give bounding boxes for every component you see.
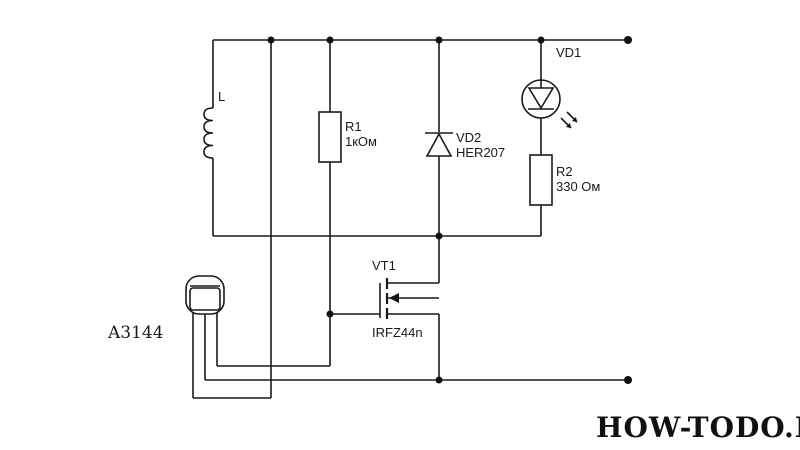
resistor-r2 [529,154,553,206]
junction-dot [537,36,545,44]
mosfet-arrow [389,293,399,303]
terminal-dot [624,376,632,384]
label-sensor-name: A3144 [107,323,164,343]
inductor-coil [203,107,214,159]
label-vt1-name: VT1 [372,258,396,273]
resistor-r1 [318,111,342,163]
junction-dot [326,36,334,44]
hall-sensor-a3144 [185,275,225,315]
label-vt1-value: IRFZ44n [372,325,423,340]
component-labels: L R1 1кОм VD2 HER207 VD1 R2 330 Ом VT1 I… [107,45,600,343]
label-r2-name: R2 [556,164,573,179]
diode-vd2-body [425,132,453,157]
junction-dot [267,36,275,44]
site-watermark: HOW-TODO.RU [596,411,800,444]
junction-dot [326,310,334,318]
wires [192,39,628,399]
terminal-dot [624,36,632,44]
label-vd2-name: VD2 [456,130,481,145]
hall-sensor-face [189,287,221,311]
label-r1-name: R1 [345,119,362,134]
junction-dot [435,376,443,384]
junction-dot [435,232,443,240]
led-vd1 [521,79,578,129]
led-light-arrowhead-2 [572,117,577,122]
label-r1-value: 1кОм [345,134,377,149]
label-vd1-name: VD1 [556,45,581,60]
junction-dots [267,36,632,384]
inductor-l [203,107,214,159]
diode-vd2 [425,132,453,157]
label-r2-value: 330 Ом [556,179,600,194]
junction-dot [435,36,443,44]
mosfet-vt1 [379,278,439,319]
label-inductor: L [218,89,225,104]
label-vd2-value: HER207 [456,145,505,160]
led-light-arrowhead-1 [566,123,571,128]
